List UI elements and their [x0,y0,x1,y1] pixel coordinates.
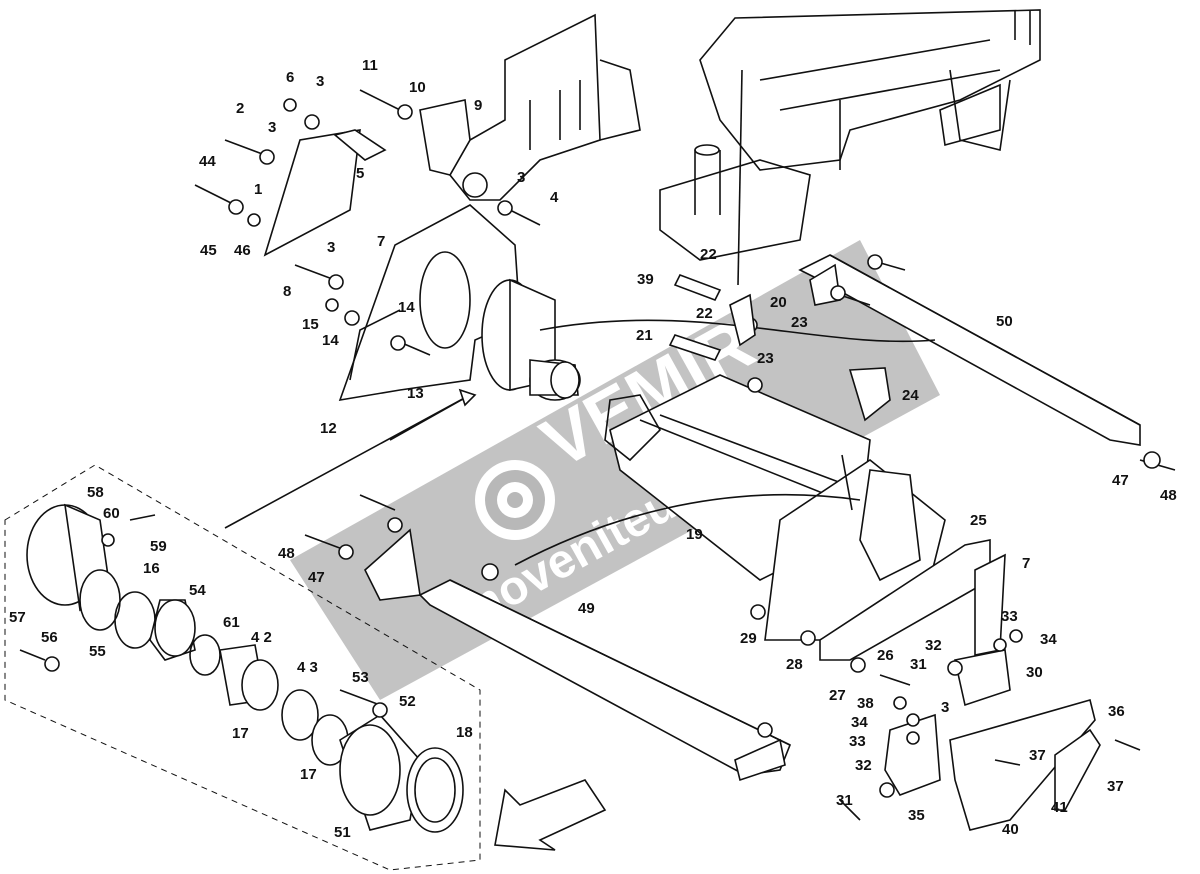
label-29: 29 [740,630,757,647]
label-36: 36 [1108,703,1125,720]
gearbox-plate [263,99,521,402]
label-3: 3 [316,73,324,90]
label-25: 25 [970,512,987,529]
label-45: 45 [200,242,217,259]
label-8: 8 [283,283,291,300]
label-37: 37 [1029,747,1046,764]
label-43: 4 3 [297,659,318,676]
label-15: 15 [302,316,319,333]
forward-arrow-icon [494,779,607,851]
label-3: 3 [517,169,525,186]
label-14: 14 [398,299,415,316]
label-9: 9 [474,97,482,114]
label-38: 38 [857,695,874,712]
label-30: 30 [1026,664,1043,681]
label-53: 53 [352,669,369,686]
label-28: 28 [786,656,803,673]
label-2: 2 [236,100,244,117]
label-17: 17 [232,725,249,742]
label-23: 23 [757,350,774,367]
label-16: 16 [143,560,160,577]
label-17: 17 [300,766,317,783]
label-4: 4 [550,189,559,206]
label-20: 20 [770,294,787,311]
gear-housing [481,278,581,401]
label-35: 35 [908,807,925,824]
label-10: 10 [409,79,426,96]
label-3: 3 [327,239,335,256]
label-57: 57 [9,609,26,626]
label-34: 34 [1040,631,1057,648]
label-39: 39 [637,271,654,288]
label-14: 14 [322,332,339,349]
label-58: 58 [87,484,104,501]
label-49: 49 [578,600,595,617]
label-48: 48 [1160,487,1177,504]
label-61: 61 [223,614,240,631]
label-3: 3 [268,119,276,136]
label-18: 18 [456,724,473,741]
label-54: 54 [189,582,206,599]
label-19: 19 [686,526,703,543]
label-31: 31 [910,656,927,673]
label-55: 55 [89,643,106,660]
label-13: 13 [407,385,424,402]
label-34: 34 [851,714,868,731]
label-7: 7 [377,233,385,250]
label-59: 59 [150,538,167,555]
label-56: 56 [41,629,58,646]
label-21: 21 [636,327,653,344]
label-52: 52 [399,693,416,710]
label-50: 50 [996,313,1013,330]
arrow-down-icon [458,388,477,407]
hitch-bracket [449,13,641,201]
part-labels: 1 2 3 3 3 3 3 4 5 6 7 7 8 9 10 11 12 13 … [9,57,1177,841]
fasteners [19,89,1176,821]
label-46: 46 [234,242,251,259]
label-6: 6 [286,69,294,86]
side-frames [819,539,1101,831]
label-32: 32 [925,637,942,654]
label-32: 32 [855,757,872,774]
label-42: 4 2 [251,629,272,646]
label-27: 27 [829,687,846,704]
bar-49 [364,528,792,782]
label-1: 1 [254,181,262,198]
label-48: 48 [278,545,295,562]
label-47: 47 [1112,472,1129,489]
label-23: 23 [791,314,808,331]
label-51: 51 [334,824,351,841]
label-33: 33 [849,733,866,750]
label-26: 26 [877,647,894,664]
tractor-frame [659,9,1041,261]
label-12: 12 [320,420,337,437]
label-37: 37 [1107,778,1124,795]
bearing-assembly [4,464,481,871]
label-40: 40 [1002,821,1019,838]
label-47: 47 [308,569,325,586]
label-31: 31 [836,792,853,809]
label-11: 11 [362,57,378,74]
label-60: 60 [103,505,120,522]
label-24: 24 [902,387,919,404]
label-22: 22 [696,305,713,322]
label-33: 33 [1001,608,1018,625]
label-3: 3 [941,699,949,716]
label-7: 7 [1022,555,1030,572]
label-5: 5 [356,165,364,182]
label-22: 22 [700,246,717,263]
label-41: 41 [1051,799,1068,816]
label-44: 44 [199,153,216,170]
